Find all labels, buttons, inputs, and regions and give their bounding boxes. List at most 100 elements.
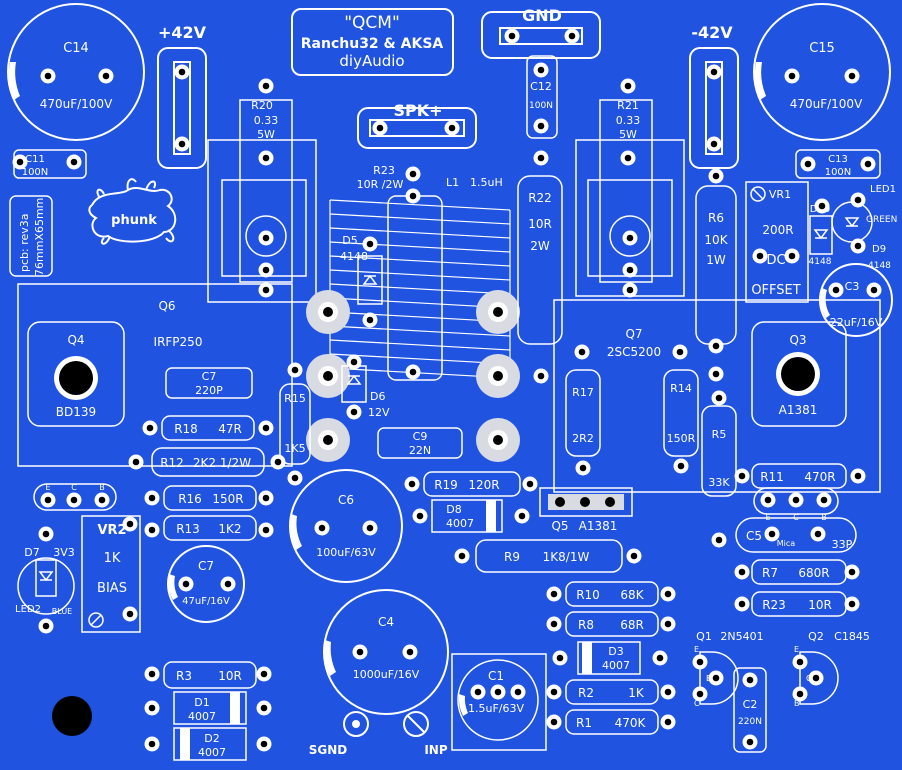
r6-v2: 1W xyxy=(706,253,726,267)
resistor-r5: R5 33K xyxy=(701,366,737,548)
c12-name: C12 xyxy=(530,80,552,93)
c7a-name: C7 xyxy=(202,370,217,383)
q5-name: Q5 xyxy=(551,519,568,533)
d6-name: D6 xyxy=(370,390,385,403)
led1-name: LED1 xyxy=(870,184,896,195)
diode-d8: D8 4007 xyxy=(412,499,530,533)
led-led1: LED1 GREEN xyxy=(831,184,897,254)
r10-value: 68K xyxy=(620,588,644,602)
q6-value: IRFP250 xyxy=(154,335,203,349)
r5-name: R5 xyxy=(712,428,727,441)
diode-d6: D6 12V xyxy=(341,354,390,420)
r8-value: 68R xyxy=(620,618,644,632)
resistor-r19: R19 120R xyxy=(404,471,538,497)
mounting-hole xyxy=(52,696,92,736)
r18-value: 47R xyxy=(218,422,242,436)
r23-name: R23 xyxy=(762,598,786,612)
rail-neg-label: -42V xyxy=(691,23,733,42)
q3-pins: E C B xyxy=(753,487,839,522)
led2-name: LED2 xyxy=(15,604,41,615)
rail-pos-connector[interactable]: +42V xyxy=(157,23,207,169)
q7-value: 2SC5200 xyxy=(607,345,661,359)
r2-name: R2 xyxy=(578,686,594,700)
spk-label: SPK+ xyxy=(393,101,442,120)
r11-name: R11 xyxy=(760,470,784,484)
resistor-r14: R14 150R xyxy=(663,369,699,474)
r23top-name: R23 xyxy=(373,164,395,177)
diode-d10: D10 4148 xyxy=(809,198,833,267)
r16-value: 150R xyxy=(212,492,243,506)
cap-c14: C14 470uF/100V xyxy=(7,3,145,141)
resistor-r10: R10 68K xyxy=(546,581,676,607)
transistor-q4: Q4 BD139 xyxy=(27,321,125,427)
gnd-label: GND xyxy=(522,6,562,25)
cap-c11: C11 100N xyxy=(12,149,87,179)
l1-value: 1.5uH xyxy=(470,176,503,189)
resistor-r1: R1 470K xyxy=(546,709,676,735)
resistor-r13: R13 1K2 xyxy=(144,515,274,541)
vr2-value: 1K xyxy=(104,551,121,566)
d3-value: 4007 xyxy=(602,659,630,672)
q2-pin-e: E xyxy=(794,645,799,654)
r3-name: R3 xyxy=(176,669,192,683)
q4-pins: E C B xyxy=(33,483,117,511)
d10-value: 4148 xyxy=(809,257,832,267)
r14-name: R14 xyxy=(670,382,692,395)
r14-value: 150R xyxy=(667,432,696,445)
c7b-name: C7 xyxy=(198,559,214,573)
r22-v2: 2W xyxy=(530,239,550,253)
r23top-value: 10R /2W xyxy=(357,178,404,191)
gnd-connector[interactable]: GND xyxy=(481,6,601,59)
c13-value: 100N xyxy=(825,167,852,178)
diode-d3: D3 4007 xyxy=(552,641,668,675)
q2-pin-b: B xyxy=(794,699,800,708)
spk-connector[interactable]: SPK+ xyxy=(357,101,477,149)
r22-name: R22 xyxy=(528,191,552,205)
diode-d7-led2: D7 3V3 LED2 BLUE xyxy=(15,526,75,634)
d8-name: D8 xyxy=(446,503,461,516)
r20-name: R20 xyxy=(251,99,273,112)
r15-value: 1K5 xyxy=(284,442,305,455)
q4-name: Q4 xyxy=(67,333,84,347)
r6-name: R6 xyxy=(708,211,724,225)
resistor-r6: R6 10K 1W xyxy=(695,168,737,354)
d9-value: 4148 xyxy=(868,261,891,271)
d1-name: D1 xyxy=(194,696,209,709)
inp-terminal[interactable]: INP xyxy=(403,711,448,757)
diode-d9: D9 4148 xyxy=(868,244,891,271)
vr2-label: BIAS xyxy=(97,581,127,596)
resistor-r22: R22 10R 2W xyxy=(517,150,563,384)
resistor-r20: R20 0.33 5W xyxy=(207,78,317,303)
cap-c9: C9 22N xyxy=(377,427,463,459)
d6-value: 12V xyxy=(368,406,390,419)
c9-name: C9 xyxy=(413,430,428,443)
r1-value: 470K xyxy=(615,716,647,730)
title-line2: Ranchu32 & AKSA xyxy=(301,36,444,52)
r3-value: 10R xyxy=(218,669,242,683)
pcb-note-line2: 76mmX65mm xyxy=(33,198,46,276)
q4-pin-c: C xyxy=(71,483,77,492)
r2-value: 1K xyxy=(628,686,645,700)
sgnd-terminal[interactable]: SGND xyxy=(309,711,369,757)
c2-value: 220N xyxy=(738,717,762,727)
c12-value: 100N xyxy=(529,101,553,111)
cap-c7-220p: C7 220P xyxy=(165,367,253,399)
c4-name: C4 xyxy=(378,615,394,629)
c15-value: 470uF/100V xyxy=(790,97,863,111)
rail-neg-connector[interactable]: -42V xyxy=(689,23,739,169)
c4-value: 1000uF/16V xyxy=(353,668,420,681)
d3-name: D3 xyxy=(608,645,623,658)
r12-value: 2K2 1/2W xyxy=(193,456,251,470)
r13-value: 1K2 xyxy=(218,522,241,536)
cap-c5: C5 Mica 33P xyxy=(735,517,857,553)
trimmer-vr1[interactable]: VR1 200R DC OFFSET xyxy=(745,181,809,303)
trimmer-vr2[interactable]: VR2 1K BIAS xyxy=(81,515,141,633)
c5-name: C5 xyxy=(746,529,762,543)
q7-name: Q7 xyxy=(625,327,642,341)
vr1-value: 200R xyxy=(762,223,793,237)
q4-value: BD139 xyxy=(56,405,96,419)
led1-value: GREEN xyxy=(866,215,897,225)
r11-value: 470R xyxy=(804,470,835,484)
r21-v2: 5W xyxy=(619,128,637,141)
